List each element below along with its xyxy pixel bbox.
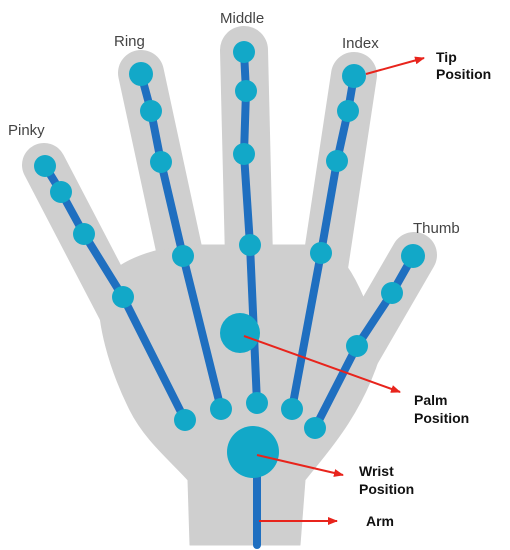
pinky-base-joint	[174, 409, 196, 431]
ring-distal-joint	[140, 100, 162, 122]
index-proximal-joint	[310, 242, 332, 264]
wrist-arrow	[256, 454, 344, 477]
pinky-label: Pinky	[8, 122, 45, 139]
pinky-proximal-joint	[112, 286, 134, 308]
joints	[34, 41, 425, 478]
ring-proximal-joint	[172, 245, 194, 267]
index-label: Index	[342, 35, 379, 52]
index-tip-joint	[342, 64, 366, 88]
ring-base-joint	[210, 398, 232, 420]
pinky-distal-joint	[50, 181, 72, 203]
wrist-joint	[227, 426, 279, 478]
arm-label: Arm	[366, 513, 394, 529]
palm-arrow	[243, 335, 401, 393]
pinky-tip-joint	[34, 155, 56, 177]
thumb-distal-joint	[381, 282, 403, 304]
middle-distal-joint	[235, 80, 257, 102]
wrist-position-label: Wrist Position	[359, 463, 414, 497]
ring-middle-joint	[150, 151, 172, 173]
middle-proximal-joint	[239, 234, 261, 256]
middle-base-joint	[246, 392, 268, 414]
thumb-bone	[311, 252, 417, 432]
palm-joint	[220, 313, 260, 353]
middle-label: Middle	[220, 10, 264, 27]
index-distal-joint	[337, 100, 359, 122]
middle-middle-joint	[233, 143, 255, 165]
pinky-middle-joint	[73, 223, 95, 245]
thumb-base-joint	[304, 417, 326, 439]
middle-tip-joint	[233, 41, 255, 63]
ring-label: Ring	[114, 33, 145, 50]
ring-tip-joint	[129, 62, 153, 86]
thumb-proximal-joint	[346, 335, 368, 357]
annotation-arrows	[243, 56, 425, 525]
index-base-joint	[281, 398, 303, 420]
thumb-label: Thumb	[413, 220, 460, 237]
palm-position-label: Palm Position	[414, 392, 469, 426]
tip-position-label: Tip Position	[436, 49, 491, 82]
thumb-tip-joint	[401, 244, 425, 268]
palm-silhouette	[98, 244, 381, 546]
index-middle-joint	[326, 150, 348, 172]
tip-arrow	[365, 56, 425, 75]
